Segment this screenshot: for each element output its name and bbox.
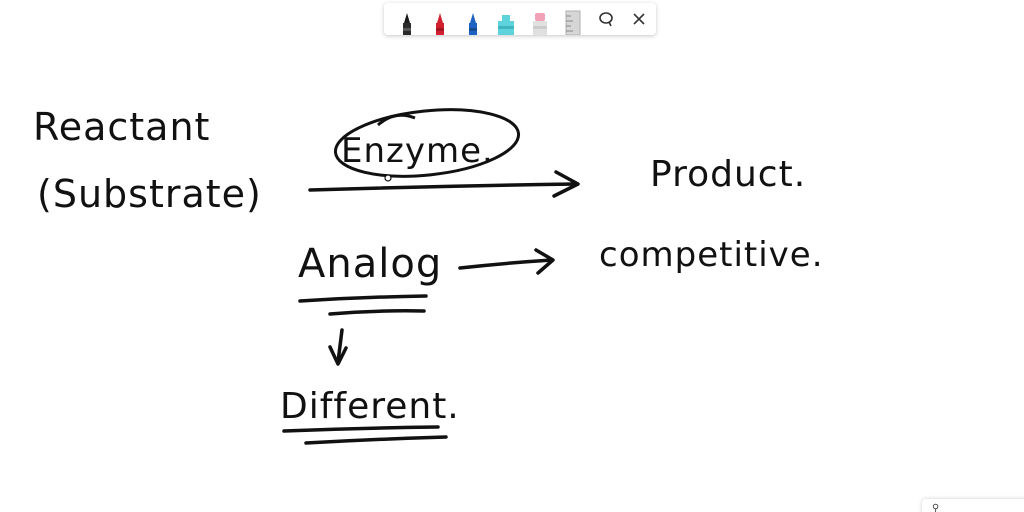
note-product: Product.: [650, 154, 806, 195]
down-arrowhead: [328, 345, 348, 366]
blue-pen-icon: [469, 13, 478, 35]
pen-toolbar: [384, 3, 656, 35]
close-toolbar-button[interactable]: [623, 3, 656, 35]
note-different: Different.: [280, 386, 460, 427]
close-icon: [633, 13, 645, 25]
corner-widget[interactable]: ⚲: [922, 499, 1024, 512]
cyan-highlighter-icon: [498, 15, 515, 35]
pink-highlighter-tool[interactable]: [523, 3, 556, 35]
enzyme-circle: [333, 108, 521, 178]
down-arrow: [336, 328, 344, 364]
pink-highlighter-icon: [532, 13, 547, 35]
black-pen-tool[interactable]: [390, 3, 423, 35]
black-pen-icon: [402, 13, 411, 35]
corner-search-icon: ⚲: [932, 503, 940, 512]
note-enzyme: Enzyme.: [341, 131, 494, 171]
red-pen-tool[interactable]: [423, 3, 456, 35]
enzyme-circle-tail: [377, 113, 416, 127]
different-underline-1: [282, 425, 440, 433]
note-analog: Analog: [298, 241, 442, 287]
cyan-highlighter-tool[interactable]: [490, 3, 523, 35]
lasso-select-tool[interactable]: [590, 3, 623, 35]
note-competitive: competitive.: [599, 235, 824, 275]
note-substrate: (Substrate): [37, 172, 262, 216]
different-underline-2: [304, 435, 448, 445]
ruler-icon: [565, 10, 581, 35]
competitive-arrow: [458, 258, 554, 270]
note-reactant: Reactant: [33, 105, 210, 149]
blue-pen-tool[interactable]: [457, 3, 490, 35]
selection-handle[interactable]: [384, 174, 392, 182]
reaction-arrow: [308, 182, 578, 192]
red-pen-icon: [435, 13, 444, 35]
analog-underline-1: [298, 294, 428, 303]
ruler-tool[interactable]: [556, 3, 589, 35]
analog-underline-2: [328, 309, 426, 316]
reaction-arrowhead: [552, 170, 580, 198]
competitive-arrowhead: [534, 248, 555, 275]
lasso-select-icon: [599, 12, 613, 27]
